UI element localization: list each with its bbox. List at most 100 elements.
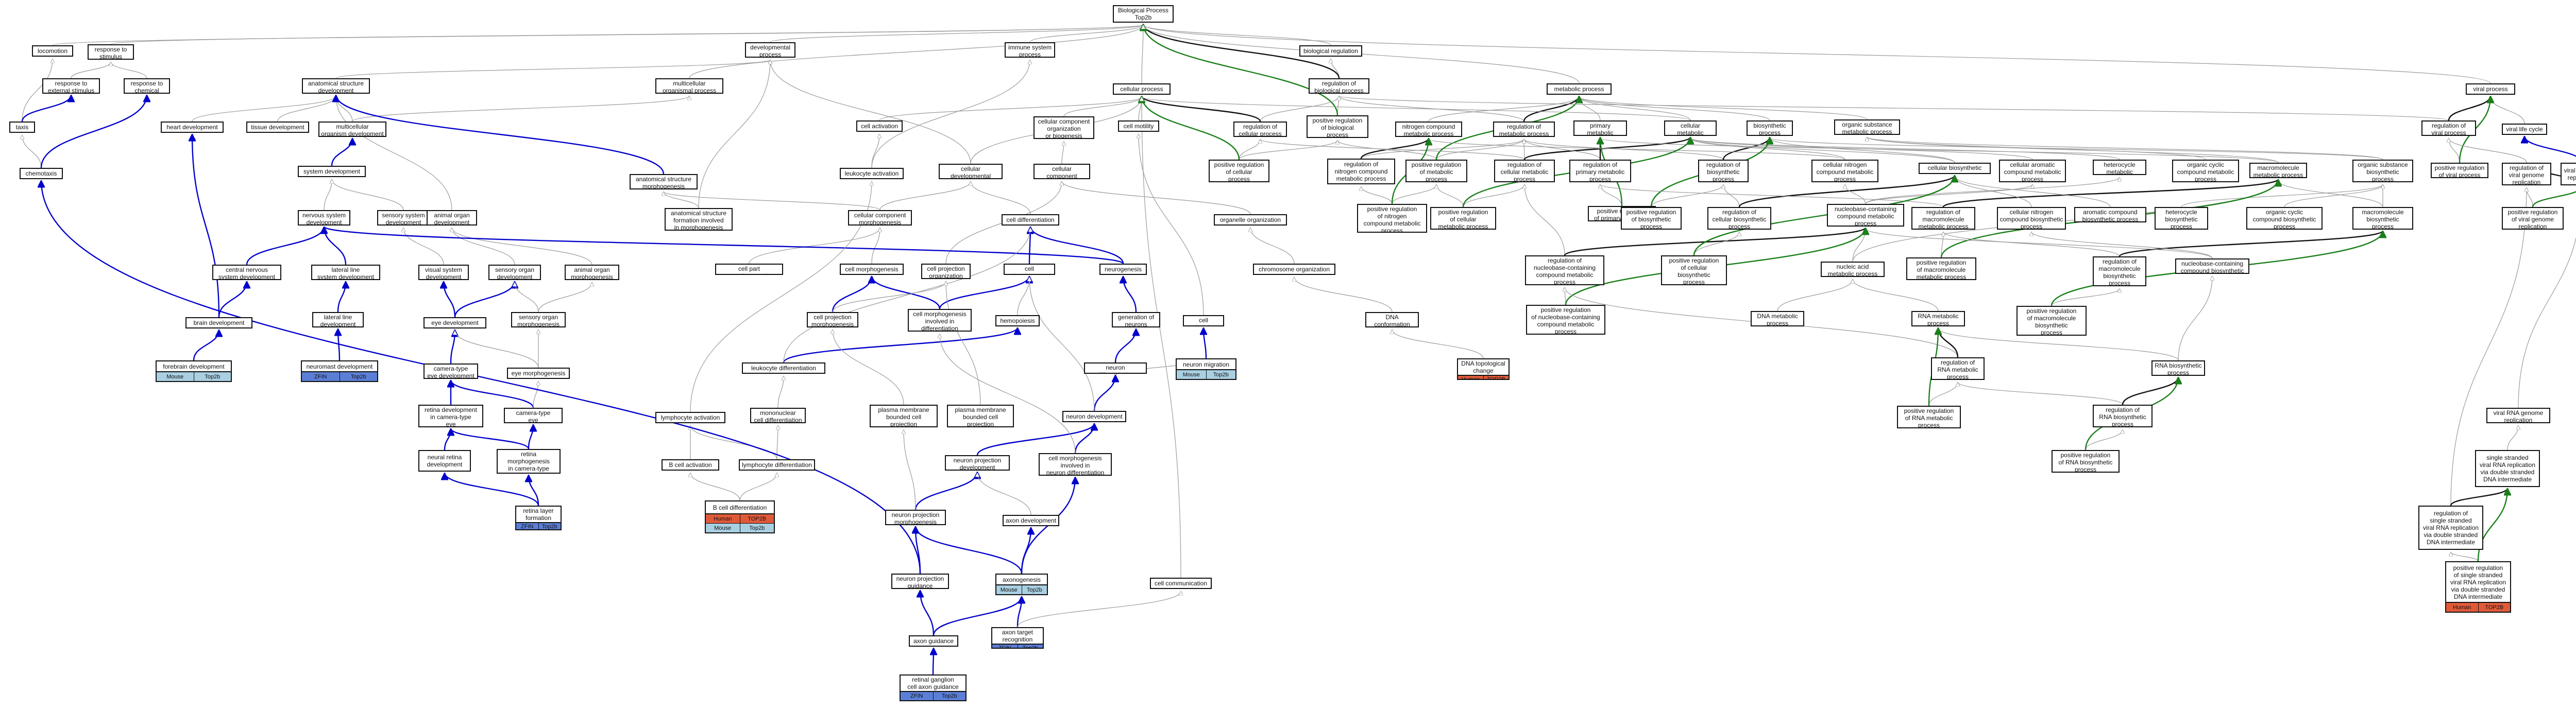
go-term-reg-macro-bio[interactable]: regulation of macromolecule biosynthetic… [2093, 256, 2146, 286]
go-term-cell-proj-org[interactable]: cell projection organization [921, 264, 971, 279]
go-term-hemopoiesis[interactable]: hemopoiesis [995, 315, 1040, 326]
go-term-heterocycle[interactable]: heterocycle metabolic process [2093, 160, 2146, 175]
go-term-reg-rna-bio[interactable]: regulation of RNA biosynthetic process [2093, 405, 2153, 427]
go-term-tissue[interactable]: tissue development [246, 122, 309, 133]
go-term-nitro-metab[interactable]: nitrogen compound metabolic process [1395, 122, 1462, 137]
go-term-sens-organ[interactable]: sensory organ development [488, 265, 541, 280]
go-term-leuk-act[interactable]: leukocyte activation [840, 168, 904, 179]
go-term-resp-stim[interactable]: response to stimulus [88, 44, 134, 60]
go-term-cell-proj-morph[interactable]: cell part morphogenesis [715, 264, 783, 275]
go-term-reg-metab[interactable]: regulation of metabolic process [1493, 122, 1555, 137]
go-term-sens-sys[interactable]: sensory system development [377, 210, 430, 226]
go-term-pos-reg-rna-bio[interactable]: positive regulation of RNA biosynthetic … [2052, 450, 2120, 473]
go-term-viral-genome[interactable]: viral genome replication [2561, 163, 2576, 185]
go-term-dna-conf[interactable]: DNA conformation change [1365, 312, 1419, 327]
go-term-anim-morph[interactable]: animal organ morphogenesis [565, 265, 619, 280]
go-term-hetero-bio[interactable]: heterocycle biosynthetic process [2155, 207, 2208, 230]
go-term-pos-reg-biosynth[interactable]: positive regulation of biosynthetic proc… [1621, 207, 1682, 230]
go-term-reg-viral[interactable]: regulation of viral process [2421, 120, 2476, 136]
go-term-reg-biosynth[interactable]: regulation of biosynthetic process [1698, 160, 1749, 182]
go-term-pos-reg-cell[interactable]: positive regulation of cellular process [1209, 160, 1269, 182]
go-term-biosynth[interactable]: biosynthetic process [1747, 120, 1793, 136]
go-term-multi-org[interactable]: multicellular organismal process [655, 78, 723, 94]
go-term-dev-proc[interactable]: developmental process [745, 42, 795, 58]
go-term-bp[interactable]: Biological Process Top2b [1113, 5, 1174, 23]
go-term-nucleob-metab[interactable]: nucleobase-containing compound metabolic… [1827, 204, 1904, 227]
go-term-org-cyclic[interactable]: organic cyclic compound metabolic proces… [2172, 160, 2239, 182]
go-term-nucleob-bio[interactable]: nucleobase-containing compound biosynthe… [2175, 258, 2249, 274]
go-term-cell-arom[interactable]: cellular aromatic compound metabolic pro… [1999, 160, 2066, 182]
go-term-cell-nitro-bio[interactable]: cellular nitrogen compound biosynthetic … [1997, 207, 2066, 230]
go-term-macro-metab[interactable]: macromolecule metabolic process [2249, 163, 2307, 178]
go-term-mono-diff[interactable]: mononuclear cell differentiation [750, 408, 806, 423]
go-term-viral-rna-genome[interactable]: viral RNA genome replication [2486, 408, 2550, 423]
go-term-nerv[interactable]: nervous system development [298, 210, 350, 226]
go-term-pos-reg-nitro[interactable]: positive regulation of nitrogen compound… [1357, 204, 1427, 233]
go-term-sys-dev[interactable]: system development [298, 166, 366, 177]
go-term-cell-metab[interactable]: cellular metabolic process [1664, 120, 1717, 136]
go-term-neur-proj-dev[interactable]: neuron projection development [945, 455, 1010, 471]
go-term-nucl-acid[interactable]: nucleic acid metabolic process [1821, 262, 1885, 277]
go-term-cm-diff[interactable]: cell morphogenesis involved in different… [908, 309, 972, 332]
go-term-lymph-diff[interactable]: lymphocyte differentiation [739, 459, 815, 471]
go-term-neurogen[interactable]: neurogenesis [1099, 264, 1147, 275]
go-term-ccorg[interactable]: cellular component organization [1033, 164, 1090, 179]
go-term-immune[interactable]: immune system process [1005, 42, 1055, 58]
go-term-org-org[interactable]: organelle organization [1214, 214, 1287, 226]
go-term-reg-prim[interactable]: regulation of primary metabolic process [1569, 160, 1631, 182]
go-term-neur-proj-guid[interactable]: neuron projection guidance [891, 574, 949, 589]
go-term-axon-guid[interactable]: axon guidance [909, 635, 958, 647]
go-term-cellular[interactable]: cellular process [1113, 83, 1171, 95]
go-term-reg-nucleob[interactable]: regulation of nucleobase-containing comp… [1525, 255, 1604, 285]
go-term-cell-nitro-metab[interactable]: cellular nitrogen compound metabolic pro… [1811, 160, 1878, 182]
go-term-pos-reg-metab[interactable]: positive regulation of metabolic process [1405, 160, 1467, 182]
go-term-eye-dev[interactable]: eye development [423, 317, 486, 328]
go-term-metab[interactable]: metabolic process [1547, 83, 1612, 95]
go-term-reg-ss[interactable]: regulation of single stranded viral RNA … [2418, 506, 2483, 550]
go-term-arom-bio[interactable]: aromatic compound biosynthetic process [2074, 207, 2146, 222]
go-term-pos-reg-macro[interactable]: positive regulation of macromolecule met… [1906, 257, 1976, 280]
go-term-pos-reg-macro-bio[interactable]: positive regulation of macromolecule bio… [2016, 306, 2087, 336]
go-term-pos-reg-cell-metab[interactable]: positive regulation of cellular metaboli… [1430, 207, 1496, 230]
go-term-retina-morph[interactable]: retina morphogenesis in camera-type eye [497, 449, 561, 474]
go-term-sens-morph[interactable]: sensory organ morphogenesis [511, 312, 566, 327]
go-term-viral[interactable]: viral process [2466, 83, 2515, 95]
go-term-lat-line-sys[interactable]: lateral line system development [311, 265, 380, 280]
go-term-pos-reg-viral[interactable]: positive regulation of viral process [2431, 163, 2488, 178]
go-term-cell-act[interactable]: cell activation [856, 120, 903, 132]
go-term-viral-life[interactable]: viral life cycle [2502, 124, 2547, 135]
go-term-lymph-act[interactable]: lymphocyte activation [655, 412, 725, 423]
go-term-axon-dev[interactable]: axon development [1003, 515, 1059, 526]
go-term-multi-dev[interactable]: multicellular organism development [318, 122, 386, 137]
go-term-reg-cell[interactable]: regulation of cellular process [1233, 122, 1287, 137]
go-term-pm-bounded[interactable]: plasma membrane bounded cell projection … [870, 405, 938, 427]
go-term-org-cyc-bio[interactable]: organic cyclic compound biosynthetic pro… [2246, 207, 2323, 230]
go-term-prim-metab[interactable]: primary metabolic process [1573, 120, 1627, 136]
go-term-pos-reg-rna-metab[interactable]: positive regulation of RNA metabolic pro… [1897, 406, 1961, 428]
go-term-resp-chem[interactable]: response to chemical [124, 78, 170, 94]
go-term-loco[interactable]: locomotion [32, 45, 73, 57]
go-term-cell-motility[interactable]: cell motility [1118, 120, 1159, 132]
go-term-cell-dev[interactable]: cell development [1004, 264, 1055, 275]
go-term-taxis[interactable]: taxis [9, 122, 35, 133]
go-term-reg-viral-genome[interactable]: regulation of viral genome replication [2502, 163, 2551, 185]
go-term-ss-rna[interactable]: single stranded viral RNA replication vi… [2475, 450, 2540, 487]
go-term-cell-comp-morph[interactable]: cellular component morphogenesis [848, 210, 912, 226]
go-term-cell-morph[interactable]: cell morphogenesis [840, 264, 904, 275]
go-term-reg-rna-metab[interactable]: regulation of RNA metabolic process [1931, 357, 1985, 380]
go-term-anat-form[interactable]: anatomical structure formation involved … [665, 208, 733, 231]
go-term-rna-bio[interactable]: RNA biosynthetic process [2151, 360, 2205, 376]
go-term-rna-metab[interactable]: RNA metabolic process [1911, 311, 1965, 326]
go-term-cell-proj-morph2[interactable]: cell projection morphogenesis [807, 312, 858, 327]
go-term-pos-reg-bio[interactable]: positive regulation of biological proces… [1307, 115, 1368, 138]
go-term-chrom-org[interactable]: chromosome organization [1253, 264, 1335, 275]
go-term-neur-dev[interactable]: neuron development [1062, 411, 1126, 422]
go-term-cell-biosynth[interactable]: cellular biosynthetic process [1919, 163, 1991, 174]
go-term-anat-dev[interactable]: anatomical structure development [302, 78, 370, 94]
go-term-cam-morph[interactable]: camera-type eye morphogenesis [504, 408, 563, 423]
